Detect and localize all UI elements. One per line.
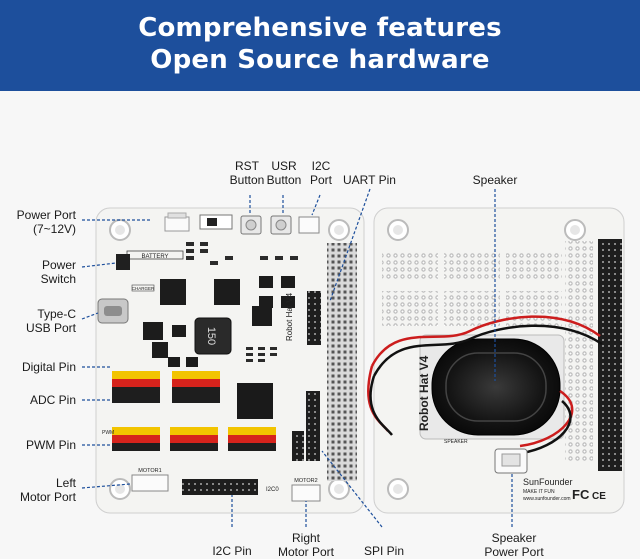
adc-digital-headers: [112, 371, 220, 403]
slogan-silk: MAKE IT FUN: [523, 489, 555, 495]
label-adc-pin: ADC Pin: [29, 393, 76, 407]
label-right-motor-line1: Right: [291, 531, 320, 545]
charger-silk: CHARGER: [132, 286, 155, 291]
speaker-board: Robot Hat V4 SPEAKER SunFounder MAKE IT …: [367, 207, 625, 514]
fc-mark: FC: [572, 487, 590, 502]
spi-header: [306, 391, 320, 461]
label-usr-button: USR Button: [260, 159, 308, 187]
inductor: [194, 317, 232, 355]
banner-title-line2: Open Source hardware: [150, 45, 490, 75]
label-speaker-power-line2: Power Port: [484, 545, 544, 559]
label-i2c-pin: I2C Pin: [212, 544, 252, 558]
label-type-c: Type-C USB Port: [8, 307, 76, 335]
label-power-switch-line1: Power: [41, 258, 76, 272]
brand-silk: SunFounder: [523, 477, 573, 487]
left-motor-port: [131, 474, 169, 492]
right-board-model-silk: Robot Hat V4: [417, 355, 431, 431]
i2c-port-connector: [298, 216, 320, 234]
label-power-switch: Power Switch: [8, 258, 76, 286]
label-usr-line1: USR: [271, 159, 297, 173]
callout-lines: [81, 188, 513, 528]
battery-silk: BATTERY: [141, 254, 168, 260]
inductor-label: 150: [205, 327, 217, 345]
label-spi-pin: SPI Pin: [363, 544, 405, 558]
speaker: [431, 338, 561, 436]
speaker-wire-black: [372, 324, 603, 377]
label-pwm-pin: PWM Pin: [25, 438, 76, 452]
label-speaker-power: Speaker Power Port: [474, 531, 554, 559]
label-rst-line1: RST: [235, 159, 259, 173]
motor1-silk: MOTOR1: [138, 468, 161, 474]
speaker-wire-red: [370, 315, 601, 367]
label-i2c-port-line1: I2C: [311, 159, 331, 173]
label-left-motor: Left Motor Port: [8, 476, 76, 504]
power-port-connector: [164, 216, 190, 232]
mounting-holes: [109, 219, 350, 500]
i2c-pin-block: [182, 479, 258, 495]
label-right-motor-line2: Motor Port: [277, 545, 334, 559]
label-uart-pin: UART Pin: [343, 173, 396, 187]
label-power-switch-line2: Switch: [40, 272, 76, 286]
label-left-motor-line2: Motor Port: [19, 490, 76, 504]
label-type-c-line1: Type-C: [37, 307, 76, 321]
label-power-port-line2: (7~12V): [32, 222, 76, 236]
website-silk: www.sunfounder.com: [523, 496, 571, 502]
robot-hat-board: BATTERY CHARGER 150 Rob: [95, 207, 365, 514]
gpio-header: [327, 243, 357, 481]
ce-mark: CE: [592, 491, 606, 502]
charger-ic: [160, 279, 186, 305]
label-i2c-port-line2: Port: [309, 173, 332, 187]
boards-illustration: BATTERY CHARGER 150 Rob: [81, 188, 625, 528]
switch-ic: [116, 254, 130, 270]
product-photo: BATTERY CHARGER 150 Rob: [0, 91, 640, 559]
banner-title-line1: Comprehensive features: [138, 13, 502, 43]
pwm-silk: PWM: [102, 430, 114, 436]
i2c-header: [292, 431, 304, 461]
label-digital-pin: Digital Pin: [21, 360, 76, 374]
label-speaker-power-line1: Speaker: [491, 531, 537, 545]
label-speaker: Speaker: [472, 173, 518, 187]
uart-header: [307, 291, 321, 345]
label-i2c-port: I2C Port: [304, 159, 338, 187]
speaker-silk: SPEAKER: [444, 439, 468, 445]
label-rst-line2: Button: [229, 173, 265, 187]
right-motor-port: [291, 484, 321, 502]
board-model-silk: Robot Hat V4: [285, 292, 294, 341]
label-type-c-line2: USB Port: [25, 321, 76, 335]
microcontroller: [237, 383, 273, 419]
gpio-header-female: [598, 239, 622, 471]
banner: Comprehensive features Open Source hardw…: [0, 0, 640, 91]
label-power-port: Power Port (7~12V): [8, 208, 76, 236]
label-rst-button: RST Button: [220, 159, 274, 187]
pwm-headers: PWM: [102, 427, 276, 451]
motor2-silk: MOTOR2: [294, 478, 317, 484]
i2c-silk: I2C0: [266, 487, 279, 493]
label-usr-line2: Button: [266, 173, 302, 187]
label-power-port-line1: Power Port: [16, 208, 76, 222]
label-right-motor: Right Motor Port: [268, 531, 344, 559]
label-left-motor-line1: Left: [55, 476, 76, 490]
